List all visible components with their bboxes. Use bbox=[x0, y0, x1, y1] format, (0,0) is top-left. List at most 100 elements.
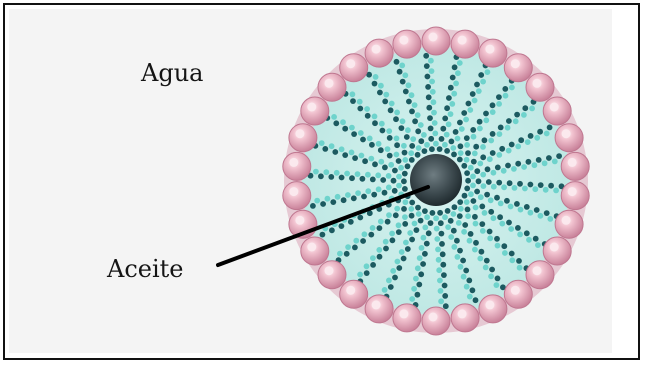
tail-atom bbox=[470, 127, 476, 133]
tail-atom bbox=[319, 140, 325, 146]
tail-atom bbox=[473, 297, 479, 303]
tail-atom bbox=[436, 257, 442, 263]
tail-atom bbox=[462, 193, 468, 199]
tail-atom bbox=[329, 143, 335, 149]
tail-atom bbox=[388, 162, 394, 168]
tail-atom bbox=[487, 229, 493, 235]
tail-atom bbox=[516, 258, 522, 264]
tail-atom bbox=[401, 256, 407, 262]
tail-atom bbox=[376, 141, 382, 147]
tail-atom bbox=[489, 267, 495, 273]
tail-atom bbox=[415, 128, 421, 134]
tail-atom bbox=[439, 136, 445, 142]
lipid-head-highlight bbox=[562, 129, 571, 138]
tail-atom bbox=[396, 174, 402, 180]
tail-atom bbox=[364, 263, 370, 269]
lipid-head-highlight bbox=[346, 286, 355, 295]
tail-atom bbox=[504, 198, 510, 204]
tail-atom bbox=[378, 159, 384, 165]
tail-atom bbox=[396, 229, 402, 235]
tail-atom bbox=[494, 236, 500, 242]
lipid-head bbox=[561, 182, 589, 210]
tail-atom bbox=[390, 268, 396, 274]
tail-atom bbox=[477, 161, 483, 167]
tail-atom bbox=[434, 236, 440, 242]
tail-atom bbox=[350, 91, 356, 97]
tail-atom bbox=[396, 222, 402, 228]
tail-atom bbox=[421, 235, 427, 241]
tail-atom bbox=[409, 213, 415, 219]
tail-atom bbox=[502, 250, 508, 256]
tail-atom bbox=[466, 278, 472, 284]
tail-atom bbox=[382, 287, 388, 293]
tail-atom bbox=[409, 92, 415, 98]
tail-atom bbox=[451, 228, 457, 234]
tail-atom bbox=[491, 170, 497, 176]
tail-atom bbox=[376, 247, 382, 253]
tail-atom bbox=[491, 215, 497, 221]
tail-atom bbox=[415, 152, 421, 158]
tail-atom bbox=[378, 219, 384, 225]
tail-atom bbox=[429, 146, 435, 152]
lipid-head bbox=[393, 30, 421, 58]
tail-atom bbox=[367, 136, 373, 142]
tail-atom bbox=[457, 120, 463, 126]
tail-atom bbox=[435, 247, 441, 253]
tail-atom bbox=[318, 173, 324, 179]
tail-atom bbox=[457, 60, 463, 66]
lipid-head bbox=[318, 261, 346, 289]
tail-atom bbox=[349, 125, 355, 131]
lipid-head-highlight bbox=[295, 216, 304, 225]
tail-atom bbox=[548, 183, 554, 189]
tail-atom bbox=[542, 160, 548, 166]
tail-atom bbox=[360, 137, 366, 143]
tail-atom bbox=[358, 130, 364, 136]
tail-atom bbox=[328, 174, 334, 180]
tail-atom bbox=[357, 215, 363, 221]
tail-atom bbox=[464, 284, 470, 290]
lipid-head-highlight bbox=[485, 45, 494, 54]
lipid-head-highlight bbox=[533, 266, 542, 275]
tail-atom bbox=[345, 192, 351, 198]
tail-atom bbox=[522, 105, 528, 111]
tail-atom bbox=[391, 178, 397, 184]
tail-atom bbox=[449, 101, 455, 107]
tail-atom bbox=[387, 153, 393, 159]
tail-atom bbox=[427, 115, 433, 121]
tail-atom bbox=[461, 229, 467, 235]
tail-atom bbox=[405, 127, 411, 133]
tail-atom bbox=[365, 113, 371, 119]
tail-atom bbox=[495, 276, 501, 282]
tail-atom bbox=[496, 101, 502, 107]
tail-atom bbox=[524, 204, 530, 210]
lipid-head bbox=[340, 280, 368, 308]
tail-atom bbox=[408, 206, 414, 212]
tail-atom bbox=[509, 142, 515, 148]
tail-atom bbox=[385, 219, 391, 225]
tail-atom bbox=[396, 183, 402, 189]
tail-atom bbox=[409, 109, 415, 115]
tail-atom bbox=[442, 214, 448, 220]
tail-atom bbox=[349, 150, 355, 156]
tail-atom bbox=[451, 244, 457, 250]
tail-atom bbox=[409, 237, 415, 243]
lipid-head bbox=[283, 152, 311, 180]
tail-atom bbox=[487, 235, 493, 241]
tail-atom bbox=[465, 207, 471, 213]
tail-atom bbox=[464, 186, 470, 192]
tail-atom bbox=[515, 161, 521, 167]
lipid-head-highlight bbox=[458, 309, 467, 318]
tail-atom bbox=[361, 194, 367, 200]
tail-atom bbox=[424, 63, 430, 69]
tail-atom bbox=[481, 183, 487, 189]
tail-atom bbox=[506, 220, 512, 226]
tail-atom bbox=[448, 218, 454, 224]
tail-atom bbox=[405, 246, 411, 252]
tail-atom bbox=[472, 214, 478, 220]
tail-atom bbox=[476, 88, 482, 94]
tail-atom bbox=[441, 272, 447, 278]
tail-atom bbox=[409, 143, 415, 149]
tail-atom bbox=[454, 238, 460, 244]
tail-atom bbox=[490, 131, 496, 137]
tail-atom bbox=[334, 170, 340, 176]
